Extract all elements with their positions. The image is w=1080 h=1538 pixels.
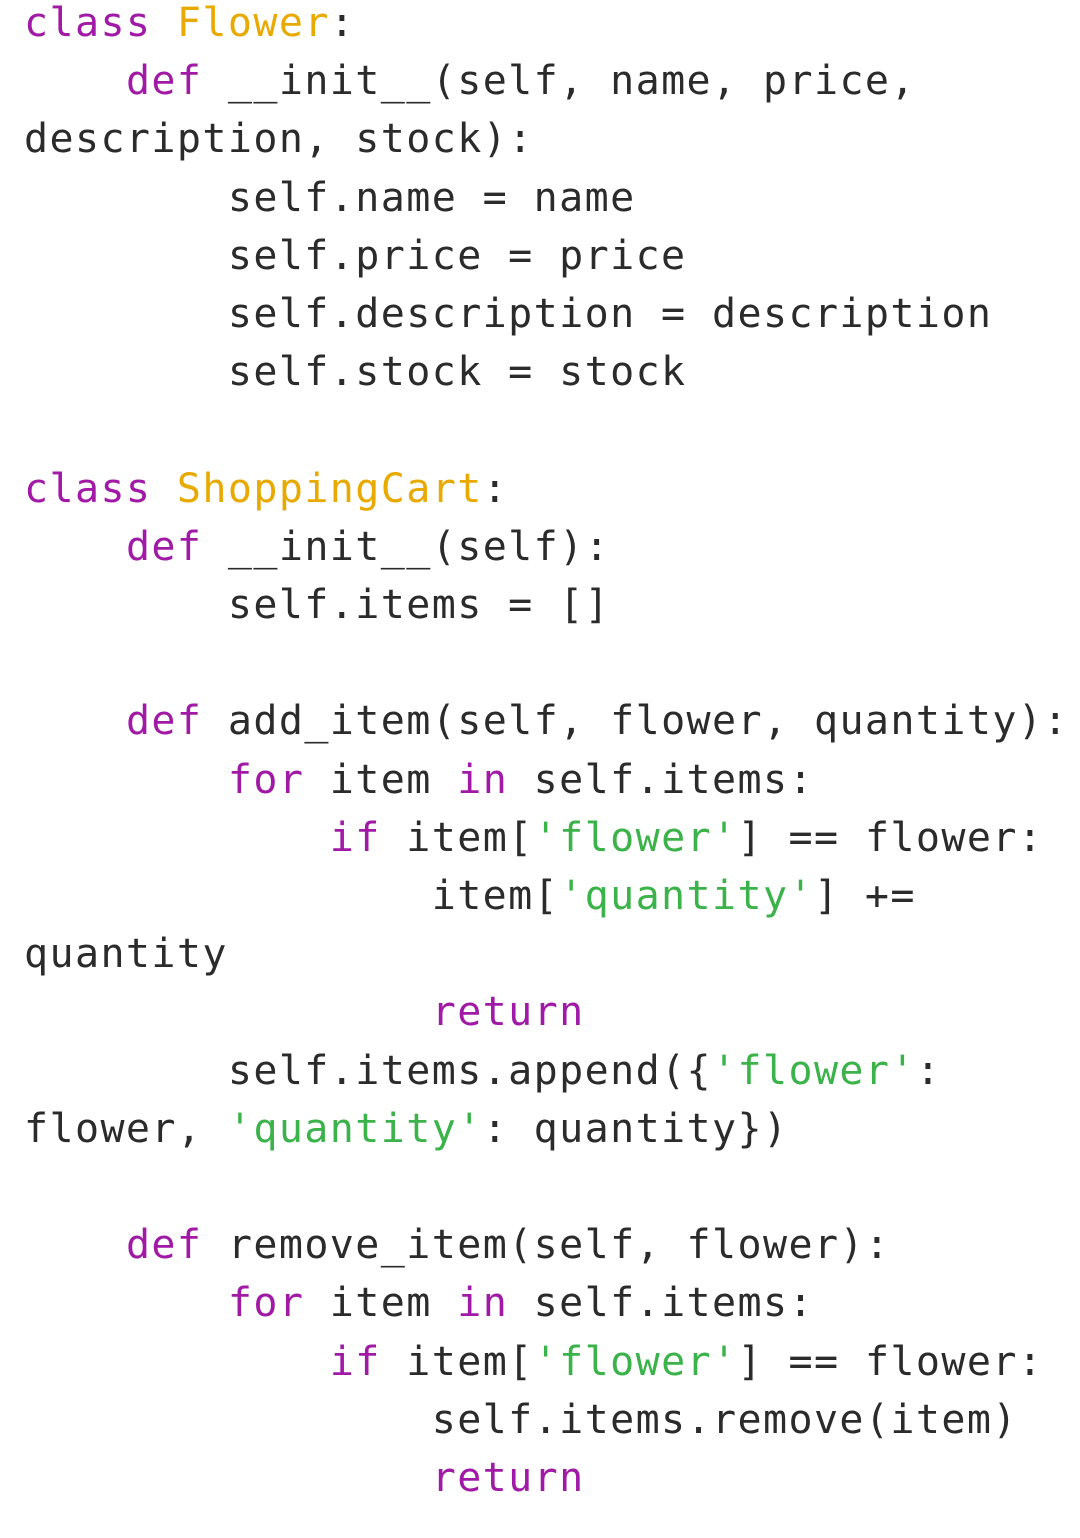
- code-token: :: [329, 0, 356, 46]
- code-line: quantity: [24, 925, 228, 983]
- code-line: def __init__(self):: [24, 518, 610, 576]
- code-token: self.items = []: [24, 582, 611, 628]
- code-line: def add_item(self, flower, quantity):: [24, 692, 1069, 750]
- code-token: self.items.remove(item): [24, 1396, 1018, 1443]
- code-token: quantity: [24, 931, 228, 978]
- keyword-token: class: [24, 465, 152, 512]
- code-token: [24, 1455, 432, 1501]
- keyword-token: def: [125, 698, 203, 745]
- keyword-token: in: [457, 1280, 509, 1327]
- code-line: item['quantity'] +=: [24, 867, 916, 925]
- code-token: [24, 698, 126, 744]
- code-line: self.stock = stock: [24, 343, 687, 401]
- code-line: return: [24, 1449, 585, 1507]
- class-name-token: Flower: [176, 0, 330, 46]
- code-line: class Flower:: [24, 0, 355, 52]
- code-token: item: [304, 1280, 458, 1327]
- code-line: description, stock):: [24, 110, 534, 168]
- code-token: ] == flower:: [737, 1338, 1044, 1385]
- code-token: self.description = description: [24, 291, 993, 337]
- code-token: [24, 58, 126, 104]
- code-line: if item['flower'] == flower:: [24, 1333, 1043, 1391]
- code-token: [24, 1222, 126, 1268]
- code-token: flower,: [24, 1105, 228, 1152]
- code-line: self.items.remove(item): [24, 1391, 1018, 1449]
- keyword-token: if: [329, 814, 381, 861]
- code-token: [24, 524, 126, 570]
- code-token: self.items:: [508, 1280, 814, 1327]
- code-token: self.stock = stock: [24, 349, 687, 396]
- code-token: [24, 815, 330, 861]
- code-line: if item['flower'] == flower:: [24, 809, 1043, 867]
- code-token: :: [915, 1047, 942, 1094]
- string-token: 'flower': [533, 1338, 738, 1385]
- code-token: item: [304, 756, 458, 803]
- code-token: [151, 0, 176, 46]
- keyword-token: return: [431, 1455, 585, 1501]
- keyword-token: def: [125, 523, 203, 570]
- code-line: def remove_item(self, flower):: [24, 1216, 890, 1274]
- code-token: ] == flower:: [737, 814, 1044, 861]
- code-token: item[: [24, 873, 560, 919]
- code-token: add_item(self, flower, quantity):: [202, 698, 1069, 745]
- code-line: self.name = name: [24, 169, 636, 227]
- code-line: self.items = []: [24, 576, 610, 634]
- keyword-token: def: [125, 1222, 203, 1269]
- code-line: for item in self.items:: [24, 751, 814, 809]
- code-line: class ShoppingCart:: [24, 460, 508, 518]
- string-token: 'flower': [712, 1047, 916, 1094]
- code-line: self.description = description: [24, 285, 992, 343]
- keyword-token: if: [329, 1338, 381, 1385]
- string-token: 'quantity': [559, 873, 814, 919]
- code-token: [24, 1280, 228, 1326]
- string-token: 'quantity': [227, 1105, 483, 1152]
- code-token: ] +=: [813, 873, 916, 919]
- code-token: self.items:: [508, 756, 814, 803]
- code-line: for item in self.items:: [24, 1274, 814, 1332]
- code-token: [151, 466, 176, 512]
- keyword-token: class: [24, 0, 152, 46]
- code-token: self.name = name: [24, 174, 636, 221]
- code-token: self.price = price: [24, 232, 687, 279]
- code-line: def __init__(self, name, price,: [24, 52, 916, 110]
- class-name-token: ShoppingCart: [176, 465, 483, 512]
- code-token: :: [482, 465, 509, 512]
- code-line: self.price = price: [24, 227, 687, 285]
- keyword-token: def: [125, 58, 203, 105]
- keyword-token: in: [457, 756, 509, 803]
- code-token: __init__(self, name, price,: [202, 58, 916, 105]
- code-token: remove_item(self, flower):: [202, 1222, 891, 1269]
- code-token: [24, 1339, 330, 1385]
- code-token: [24, 989, 432, 1035]
- code-token: : quantity}): [482, 1105, 789, 1152]
- keyword-token: return: [431, 989, 585, 1036]
- code-line: self.items.append({'flower':: [24, 1042, 941, 1100]
- code-token: description, stock):: [24, 116, 534, 163]
- code-token: self.items.append({: [24, 1047, 713, 1094]
- string-token: 'flower': [533, 814, 738, 861]
- code-token: [24, 757, 228, 803]
- keyword-token: for: [227, 756, 305, 803]
- code-token: __init__(self):: [202, 523, 611, 570]
- keyword-token: for: [227, 1280, 305, 1327]
- code-token: item[: [380, 1338, 534, 1385]
- code-line: return: [24, 983, 585, 1041]
- code-token: item[: [380, 814, 534, 861]
- code-line: flower, 'quantity': quantity}): [24, 1100, 788, 1158]
